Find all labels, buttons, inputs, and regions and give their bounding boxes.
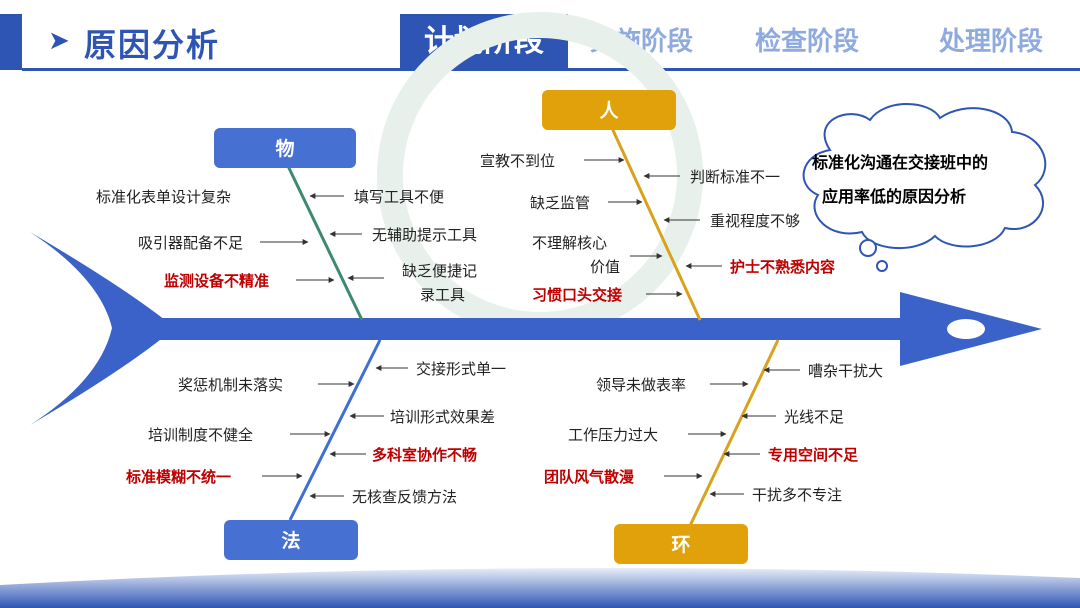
cause-text: 培训制度不健全 xyxy=(148,426,253,444)
cause-text: 奖惩机制未落实 xyxy=(178,376,283,394)
header-accent-bar xyxy=(0,14,22,70)
tab-process[interactable]: 处理阶段 xyxy=(938,27,1043,57)
cause-text: 判断标准不一 xyxy=(690,168,780,186)
bone-fa xyxy=(288,339,382,521)
cause-text: 填写工具不便 xyxy=(354,188,444,206)
cause-text-highlight: 团队风气散漫 xyxy=(544,468,635,486)
page-title: 原因分析 xyxy=(84,26,221,64)
tab-check[interactable]: 检查阶段 xyxy=(754,27,859,57)
cause-text-highlight: 习惯口头交接 xyxy=(532,286,622,304)
bone-wu xyxy=(286,165,364,321)
cause-text: 缺乏便捷记 xyxy=(402,262,477,280)
cause-text: 吸引器配备不足 xyxy=(138,234,243,252)
category-box-fa xyxy=(224,520,358,560)
footer-wave xyxy=(0,568,1080,608)
cause-text: 录工具 xyxy=(420,286,465,304)
cause-text: 培训形式效果差 xyxy=(390,408,495,426)
cause-text: 嘈杂干扰大 xyxy=(808,362,883,380)
category-label-ren: 人 xyxy=(599,100,619,122)
cause-text-highlight: 专用空间不足 xyxy=(768,446,859,464)
fish-spine xyxy=(160,318,960,340)
fish-eye xyxy=(947,319,985,339)
cause-text: 干扰多不专注 xyxy=(752,486,842,504)
cause-text: 标准化表单设计复杂 xyxy=(96,188,231,206)
cause-text: 无核查反馈方法 xyxy=(352,488,457,506)
effect-text-line2: 应用率低的原因分析 xyxy=(822,187,966,206)
category-box-wu xyxy=(214,128,356,168)
cause-text: 不理解核心 xyxy=(532,234,607,252)
cause-text: 工作压力过大 xyxy=(568,426,658,444)
category-label-fa: 法 xyxy=(281,529,300,552)
cause-text-highlight: 护士不熟悉内容 xyxy=(730,258,835,276)
cause-text: 交接形式单一 xyxy=(416,360,506,378)
category-label-huan: 环 xyxy=(671,534,690,556)
cause-text-highlight: 监测设备不精准 xyxy=(164,272,269,290)
cause-text: 无辅助提示工具 xyxy=(372,226,477,244)
bone-ren xyxy=(610,127,702,321)
cause-text: 价值 xyxy=(590,258,620,276)
category-box-ren xyxy=(542,90,676,130)
category-box-huan xyxy=(614,524,748,564)
cause-text: 领导未做表率 xyxy=(596,376,686,394)
effect-cloud xyxy=(802,103,1047,272)
bone-huan xyxy=(686,339,780,531)
effect-text-line1: 标准化沟通在交接班中的 xyxy=(811,153,988,172)
fish-tail xyxy=(30,232,165,425)
category-label-wu: 物 xyxy=(275,137,294,160)
cause-text: 重视程度不够 xyxy=(710,212,800,230)
arrow-right-icon: ➤ xyxy=(48,26,70,56)
cause-text: 光线不足 xyxy=(784,408,844,426)
cause-text: 宣教不到位 xyxy=(480,152,555,170)
watermark-circle xyxy=(377,12,703,338)
cause-text: 缺乏监管 xyxy=(530,194,590,212)
cause-text-highlight: 标准模糊不统一 xyxy=(125,468,231,486)
cause-text-highlight: 多科室协作不畅 xyxy=(372,446,477,464)
